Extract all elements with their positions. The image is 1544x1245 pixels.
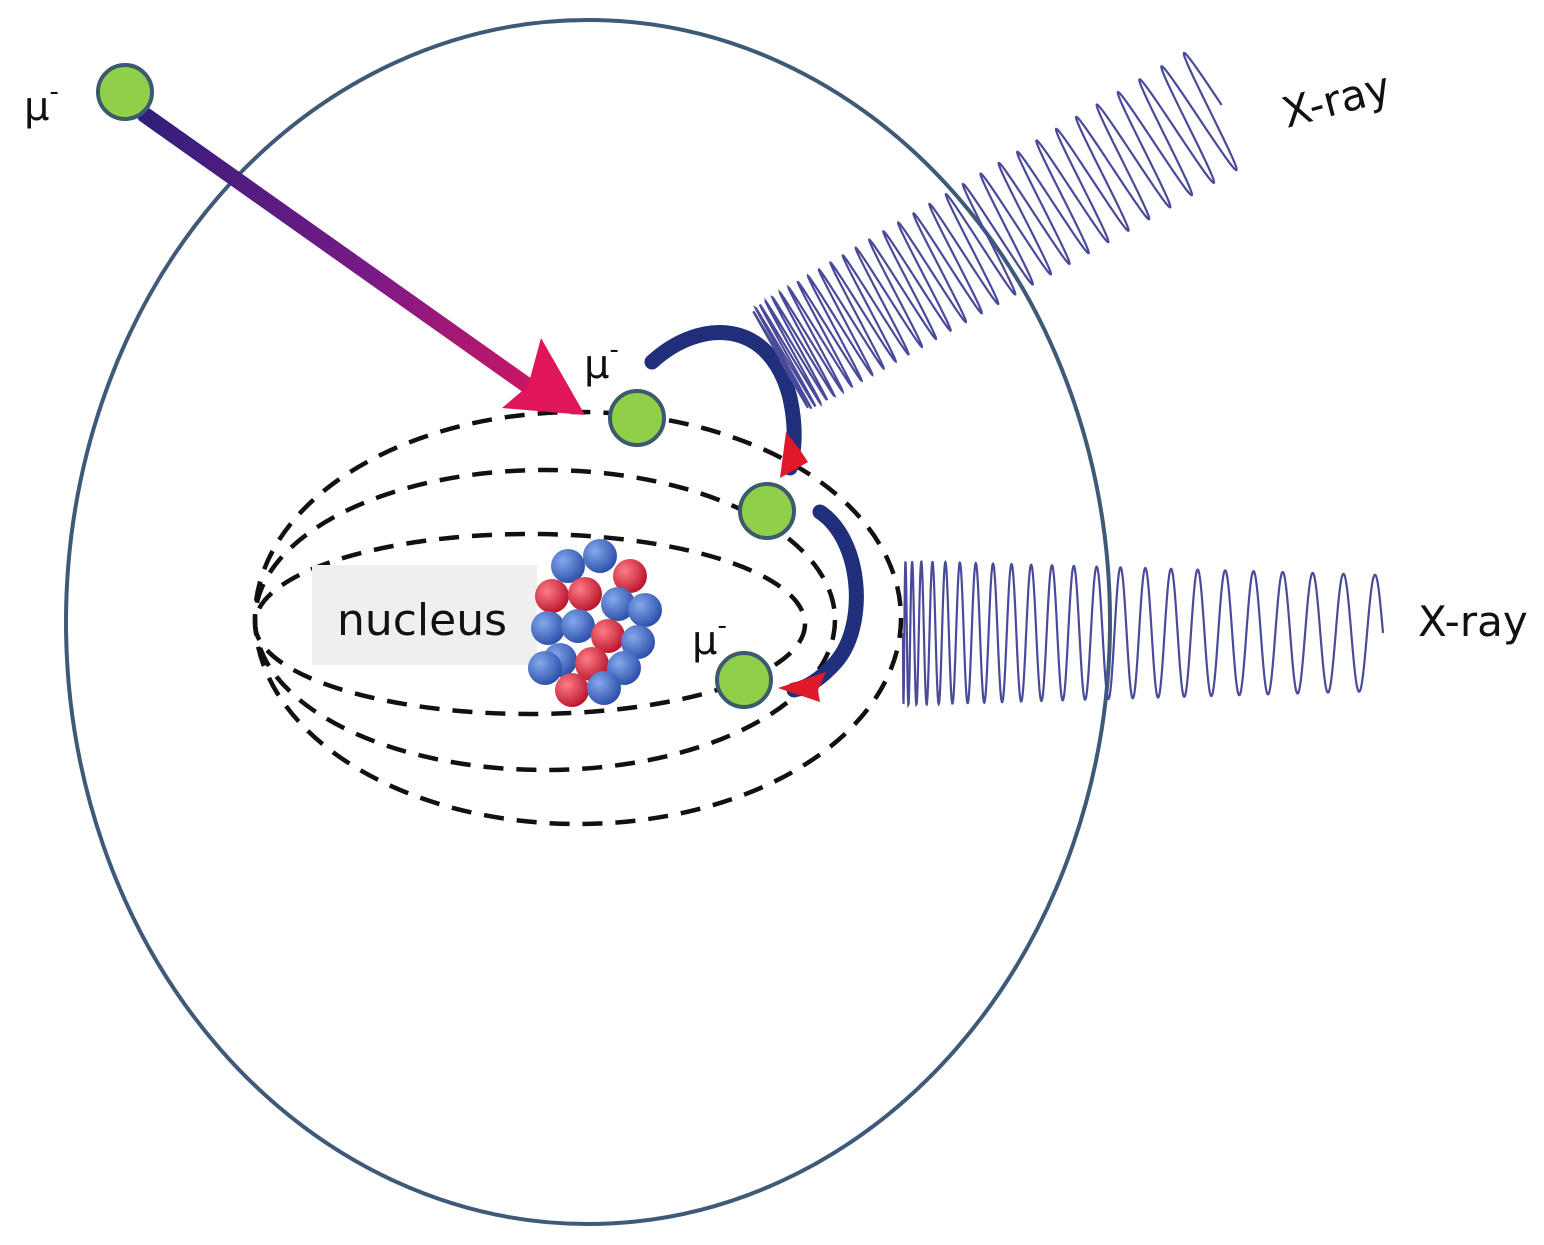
neutron-ball	[628, 593, 662, 627]
neutron-ball	[601, 587, 635, 621]
muon-trajectory-arrowhead	[502, 338, 585, 415]
atom-boundary	[64, 18, 1112, 1226]
neutron-ball	[561, 609, 595, 643]
neutron-ball	[587, 671, 621, 705]
proton-ball	[555, 673, 589, 707]
neutron-ball	[528, 651, 562, 685]
proton-ball	[535, 579, 569, 613]
xray-wave-upper	[752, 51, 1238, 410]
proton-ball	[613, 559, 647, 593]
muon-label-incoming: μ-	[24, 77, 59, 130]
transition-arrow-upper	[644, 325, 802, 476]
neutron-ball	[621, 625, 655, 659]
neutron-ball	[583, 539, 617, 573]
proton-ball	[568, 577, 602, 611]
muon-label-outer: μ-	[584, 335, 619, 388]
muon-outer-orbit	[608, 389, 666, 447]
xray-wave-lower	[901, 559, 1385, 709]
transition-arrow-lower-head	[778, 672, 826, 702]
neutron-ball	[551, 549, 585, 583]
muon-inner-orbit	[715, 651, 773, 709]
muon-incoming	[96, 63, 154, 121]
muon-label-inner: μ-	[692, 611, 727, 664]
transition-arrow-lower	[786, 504, 864, 698]
nucleus-icon	[528, 539, 662, 707]
xray-label-upper: X-ray	[1277, 62, 1396, 138]
muon-trajectory-arrow	[137, 107, 553, 406]
transition-arrow-upper-head	[780, 432, 808, 478]
proton-ball	[591, 619, 625, 653]
nucleus-label-background	[312, 565, 537, 665]
muon-middle-orbit	[738, 482, 796, 540]
orbit-middle	[252, 467, 838, 773]
orbit-inner	[252, 531, 808, 717]
nucleus-label: nucleus	[337, 595, 507, 646]
xray-label-lower: X-ray	[1418, 597, 1528, 646]
neutron-ball	[531, 611, 565, 645]
